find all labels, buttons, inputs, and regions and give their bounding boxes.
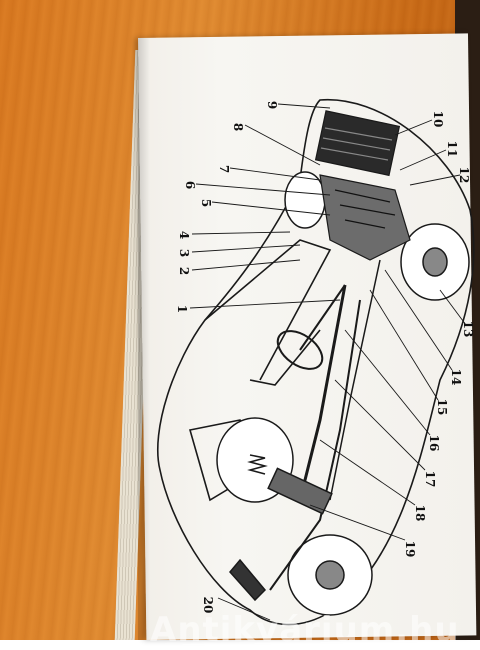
chassis-rail: [329, 259, 381, 501]
callout-13: 13: [461, 320, 475, 338]
leader-line-18: [319, 439, 416, 506]
muffler: [229, 558, 267, 602]
leader-line-1: [189, 299, 341, 309]
rear-spring: [247, 454, 268, 475]
roof-line: [249, 329, 321, 386]
rear-right-hub: [315, 560, 345, 590]
leader-line-11: [399, 149, 447, 171]
callout-5: 5: [199, 198, 213, 208]
engine-detail: [334, 189, 396, 229]
leader-line-17: [334, 379, 426, 471]
leader-line-8: [244, 124, 321, 166]
callout-14: 14: [449, 368, 463, 386]
front-right-hub: [422, 247, 448, 277]
leader-line-3: [191, 244, 301, 253]
callout-19: 19: [403, 540, 417, 558]
leader-line-13: [439, 289, 467, 326]
leader-line-4: [191, 231, 291, 235]
leader-line-7: [229, 167, 321, 181]
callout-18: 18: [413, 504, 427, 522]
leader-line-12: [409, 174, 461, 186]
rear-axle-housing: [267, 467, 333, 515]
callout-7: 7: [217, 164, 231, 174]
leader-line-20: [217, 597, 271, 621]
leader-line-16: [344, 329, 431, 436]
windscreen-line: [204, 239, 332, 381]
callout-10: 10: [431, 110, 445, 128]
engine-block: [319, 174, 411, 261]
leader-line-9: [277, 103, 331, 109]
leader-line-19: [309, 504, 406, 541]
leader-line-10: [394, 119, 433, 136]
leader-line-14: [384, 269, 453, 371]
car-body-outline: [156, 98, 475, 626]
callout-12: 12: [457, 166, 471, 184]
leader-line-2: [191, 259, 301, 271]
leader-line-5: [211, 201, 331, 216]
leader-line-15: [369, 289, 439, 401]
radiator-grid: [320, 127, 393, 161]
callout-3: 3: [177, 248, 191, 258]
callout-11: 11: [445, 140, 459, 158]
radiator: [314, 110, 401, 177]
drive-shaft: [298, 284, 347, 501]
callout-9: 9: [265, 100, 279, 110]
steering-column: [299, 284, 346, 351]
page-gutter-shadow: [138, 38, 150, 640]
callout-2: 2: [177, 266, 191, 276]
callout-6: 6: [183, 180, 197, 190]
callout-1: 1: [175, 304, 189, 314]
callout-8: 8: [231, 122, 245, 132]
callout-17: 17: [423, 470, 437, 488]
leader-line-6: [195, 183, 331, 196]
callout-16: 16: [427, 434, 441, 452]
callout-4: 4: [177, 230, 191, 240]
callout-15: 15: [435, 398, 449, 416]
exhaust-pipe: [269, 299, 361, 591]
front-left-wheel: [284, 171, 326, 229]
watermark-text: Antikvárium.hu: [150, 610, 460, 650]
